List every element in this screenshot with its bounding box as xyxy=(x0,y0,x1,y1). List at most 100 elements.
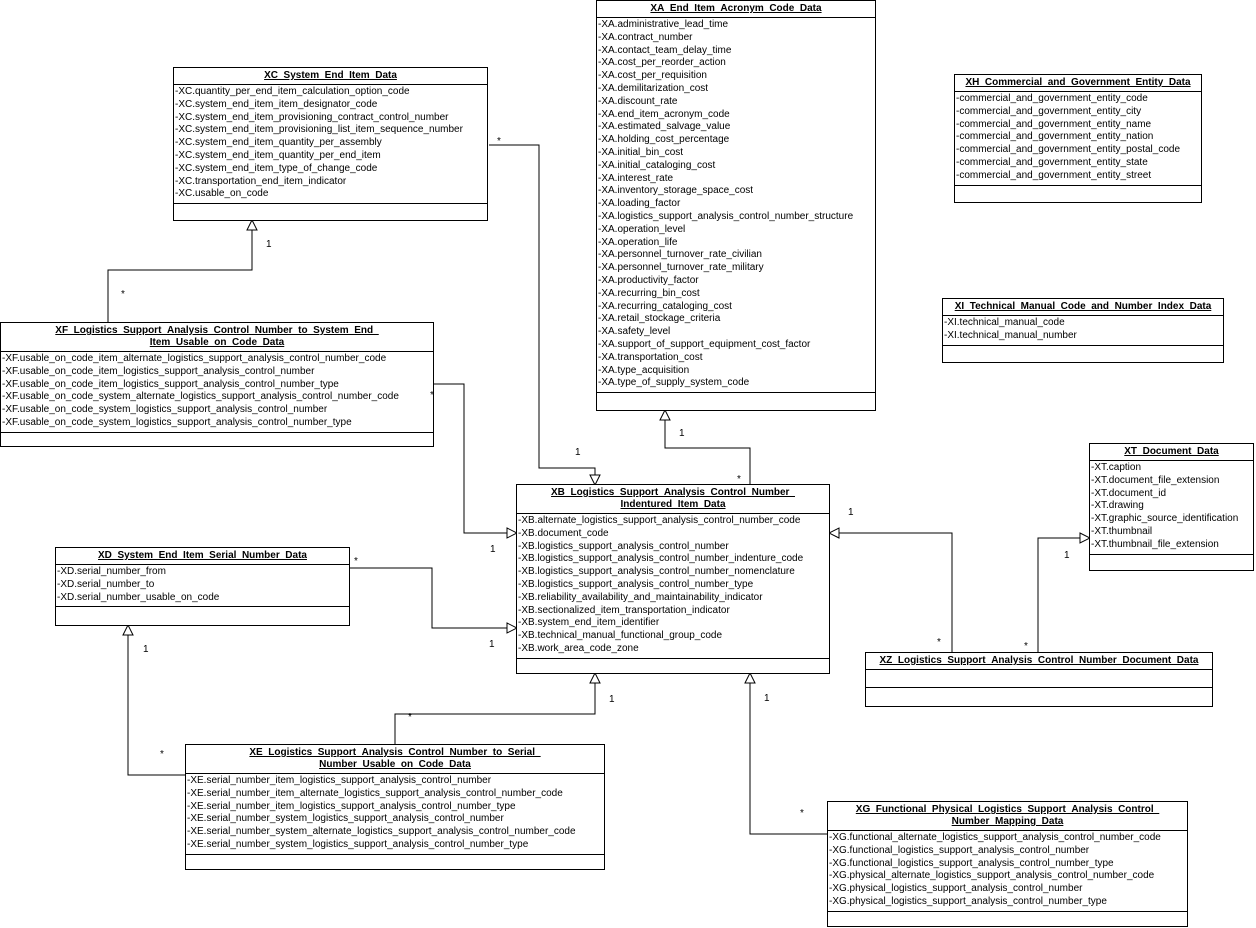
assoc-xb-xa xyxy=(665,410,751,485)
multiplicity-xg-xb-one: 1 xyxy=(764,693,770,704)
attribute: -XC.system_end_item_provisioning_contrac… xyxy=(175,111,449,123)
attribute: -XE.serial_number_system_logistics_suppo… xyxy=(187,838,529,850)
class-xb-lsacn-indentured-item-data[interactable]: XB_Logistics_Support_Analysis_Control_Nu… xyxy=(516,484,830,674)
attribute: -XC.system_end_item_item_designator_code xyxy=(175,98,378,110)
operations-compartment xyxy=(1090,555,1253,569)
class-title: XI_Technical_Manual_Code_and_Number_Inde… xyxy=(943,299,1223,316)
attribute: -XT.thumbnail xyxy=(1091,525,1153,537)
class-xt-document-data[interactable]: XT_Document_Data -XT.caption-XT.document… xyxy=(1089,443,1254,571)
class-title: XZ_Logistics_Support_Analysis_Control_Nu… xyxy=(866,653,1212,670)
attribute: -XA.cost_per_requisition xyxy=(598,70,707,82)
attribute: -XG.physical_alternate_logistics_support… xyxy=(829,870,1155,882)
attribute: -XC.system_end_item_type_of_change_code xyxy=(175,162,378,174)
attribute: -XT.caption xyxy=(1091,462,1142,473)
assoc-xe-xb xyxy=(394,673,595,745)
attribute: -commercial_and_government_entity_nation xyxy=(956,131,1154,143)
class-title: XF_Logistics_Support_Analysis_Control_Nu… xyxy=(1,323,433,352)
multiplicity-xd-xb-many: * xyxy=(354,556,358,567)
assoc-xf-xc xyxy=(107,220,252,322)
multiplicity-xz-xt-many: * xyxy=(1024,641,1028,652)
class-title: XB_Logistics_Support_Analysis_Control_Nu… xyxy=(517,485,829,514)
attribute: -XA.recurring_cataloging_cost xyxy=(598,300,732,312)
attribute-list: -XF.usable_on_code_item_alternate_logist… xyxy=(1,352,433,433)
attribute: -XD.serial_number_from xyxy=(57,566,166,577)
attribute: -XB.logistics_support_analysis_control_n… xyxy=(518,540,729,552)
multiplicity-xe-xb-one: 1 xyxy=(609,694,615,705)
assoc-xc-xb xyxy=(489,144,595,485)
class-xd-system-end-item-serial-number-data[interactable]: XD_System_End_Item_Serial_Number_Data -X… xyxy=(55,547,350,626)
class-xi-technical-manual-code-and-number-index-data[interactable]: XI_Technical_Manual_Code_and_Number_Inde… xyxy=(942,298,1224,363)
attribute: -commercial_and_government_entity_street xyxy=(956,169,1152,181)
assoc-xf-xb xyxy=(433,383,517,533)
class-title: XA_End_Item_Acronym_Code_Data xyxy=(597,1,875,18)
attribute: -XA.operation_level xyxy=(598,223,686,235)
attribute: -XA.estimated_salvage_value xyxy=(598,121,731,133)
class-xz-lsacn-document-data[interactable]: XZ_Logistics_Support_Analysis_Control_Nu… xyxy=(865,652,1213,707)
attribute: -XE.serial_number_item_logistics_support… xyxy=(187,800,516,812)
class-title: XD_System_End_Item_Serial_Number_Data xyxy=(56,548,349,565)
multiplicity-xf-xb-many: * xyxy=(430,390,434,401)
attribute: -XA.loading_factor xyxy=(598,198,681,210)
attribute: -XT.document_id xyxy=(1091,487,1167,499)
attribute: -commercial_and_government_entity_postal… xyxy=(956,144,1181,156)
class-title: XG_Functional_Physical_Logistics_Support… xyxy=(828,802,1187,831)
attribute: -XG.physical_logistics_support_analysis_… xyxy=(829,883,1083,895)
class-xh-commercial-and-government-entity-data[interactable]: XH_Commercial_and_Government_Entity_Data… xyxy=(954,74,1202,203)
attribute: -XC.system_end_item_quantity_per_end_ite… xyxy=(175,149,381,161)
attribute: -XA.operation_life xyxy=(598,236,678,248)
attribute: -XC.system_end_item_quantity_per_assembl… xyxy=(175,137,382,149)
class-xg-functional-physical-lsacn-mapping-data[interactable]: XG_Functional_Physical_Logistics_Support… xyxy=(827,801,1188,927)
class-xf-lsacn-to-system-end-item-usable-on-code-data[interactable]: XF_Logistics_Support_Analysis_Control_Nu… xyxy=(0,322,434,447)
operations-compartment xyxy=(866,688,1212,702)
multiplicity-xf-xb-one: 1 xyxy=(490,544,496,555)
attribute: -XC.transportation_end_item_indicator xyxy=(175,175,347,187)
attribute: -XE.serial_number_system_alternate_logis… xyxy=(187,826,576,838)
attribute: -XA.personnel_turnover_rate_civilian xyxy=(598,249,762,261)
multiplicity-xf-xc-one: 1 xyxy=(266,239,272,250)
attribute: -commercial_and_government_entity_city xyxy=(956,105,1142,117)
class-title: XT_Document_Data xyxy=(1090,444,1253,461)
multiplicity-xe-xb-many: * xyxy=(408,712,412,723)
class-xe-lsacn-to-serial-number-usable-on-code-data[interactable]: XE_Logistics_Support_Analysis_Control_Nu… xyxy=(185,744,605,870)
attribute: -XF.usable_on_code_system_logistics_supp… xyxy=(2,404,328,416)
attribute: -XA.transportation_cost xyxy=(598,351,703,363)
attribute: -commercial_and_government_entity_name xyxy=(956,118,1152,130)
attribute: -commercial_and_government_entity_state xyxy=(956,156,1148,168)
attribute: -commercial_and_government_entity_code xyxy=(956,93,1148,104)
attribute: -XA.end_item_acronym_code xyxy=(598,108,730,120)
attribute: -XB.logistics_support_analysis_control_n… xyxy=(518,553,804,565)
attribute: -XB.system_end_item_identifier xyxy=(518,617,660,629)
multiplicity-xb-xa-one: 1 xyxy=(679,428,685,439)
attribute-list xyxy=(866,670,1212,688)
class-title: XC_System_End_Item_Data xyxy=(174,68,487,85)
attribute: -XB.reliability_availability_and_maintai… xyxy=(518,591,763,603)
operations-compartment xyxy=(955,186,1201,200)
attribute-list: -XT.caption-XT.document_file_extension-X… xyxy=(1090,461,1253,555)
attribute: -XA.administrative_lead_time xyxy=(598,19,729,30)
class-xa-end-item-acronym-code-data[interactable]: XA_End_Item_Acronym_Code_Data -XA.admini… xyxy=(596,0,876,411)
attribute: -XA.contract_number xyxy=(598,31,693,43)
attribute-list: -XD.serial_number_from -XD.serial_number_… xyxy=(56,565,349,608)
multiplicity-xf-xc-many: * xyxy=(121,289,125,300)
attribute: -XE.serial_number_item_alternate_logisti… xyxy=(187,787,563,799)
attribute: -XC.usable_on_code xyxy=(175,188,269,200)
attribute: -XA.recurring_bin_cost xyxy=(598,287,700,299)
class-xc-system-end-item-data[interactable]: XC_System_End_Item_Data -XC.quantity_per… xyxy=(173,67,488,221)
attribute: -XE.serial_number_item_logistics_support… xyxy=(187,775,492,786)
operations-compartment xyxy=(186,855,604,869)
attribute: -XA.initial_bin_cost xyxy=(598,146,684,158)
assoc-xd-xb xyxy=(349,567,517,628)
attribute: -XA.type_acquisition xyxy=(598,364,690,376)
multiplicity-xz-xt-one: 1 xyxy=(1064,550,1070,561)
attribute: -XB.sectionalized_item_transportation_in… xyxy=(518,604,730,616)
assoc-xz-xt xyxy=(1037,538,1090,653)
operations-compartment xyxy=(828,912,1187,926)
attribute: -XD.serial_number_usable_on_code xyxy=(57,591,220,603)
attribute: -XB.work_area_code_zone xyxy=(518,642,639,654)
attribute: -XA.inventory_storage_space_cost xyxy=(598,185,754,197)
attribute: -XA.support_of_support_equipment_cost_fa… xyxy=(598,338,811,350)
multiplicity-xg-xb-many: * xyxy=(800,808,804,819)
multiplicity-xc-xb-one: 1 xyxy=(575,447,581,458)
multiplicity-xc-xb-many: * xyxy=(497,136,501,147)
